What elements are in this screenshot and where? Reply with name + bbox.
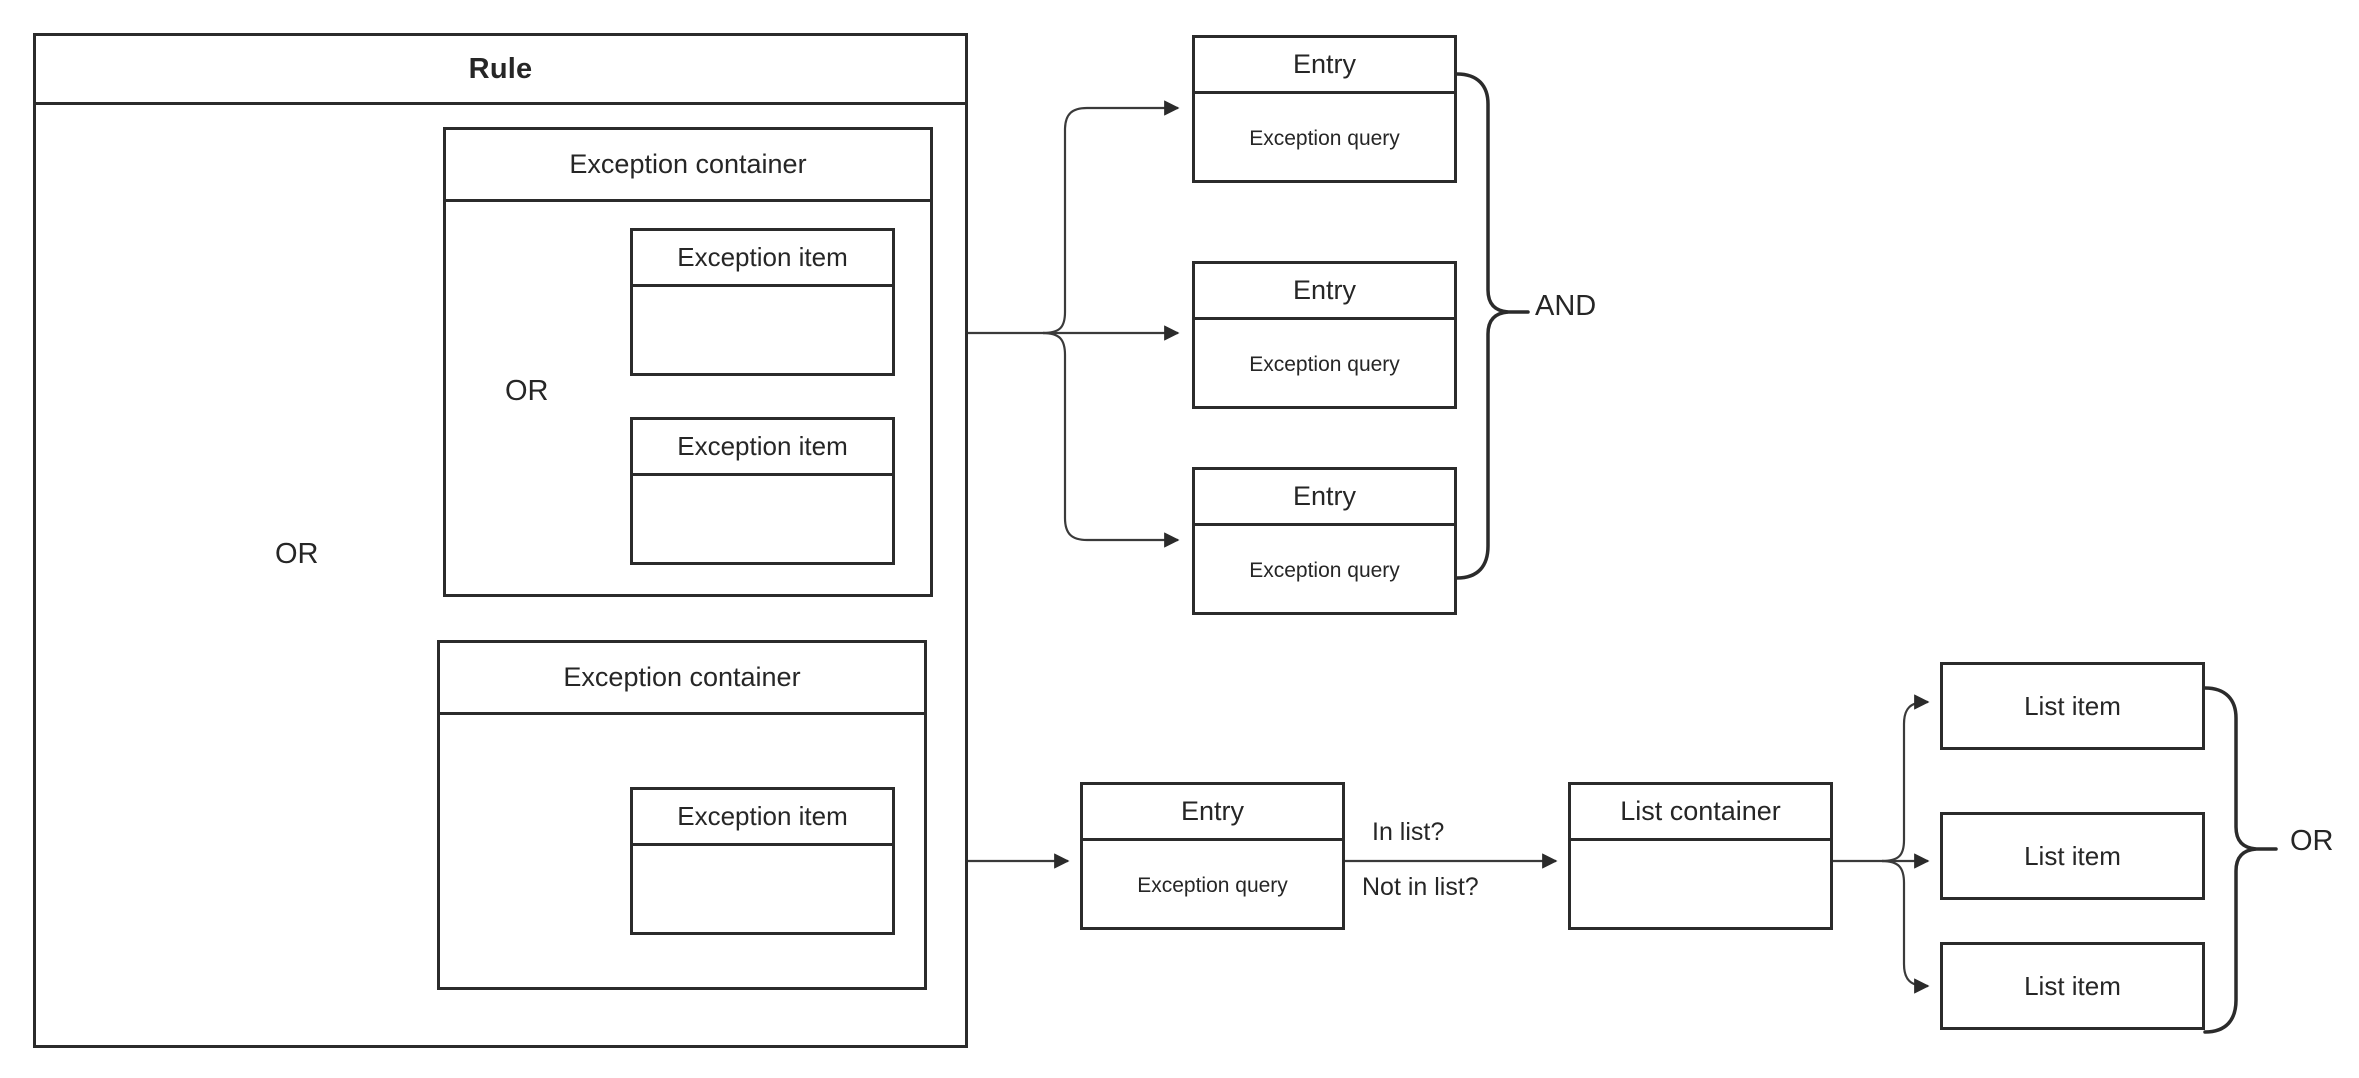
edge-list-container-fanout — [1833, 694, 1930, 994]
list-container-title: List container — [1571, 785, 1830, 841]
exception-item-2-body — [633, 476, 892, 565]
entry-node-3[interactable]: Entry Exception query — [1192, 467, 1457, 615]
entry-node-1-title: Entry — [1195, 38, 1454, 94]
exception-item-3-body — [633, 846, 892, 935]
edge-label-in-list: In list? — [1372, 818, 1445, 846]
exception-item-2-title: Exception item — [633, 420, 892, 476]
list-item-2-label: List item — [2024, 840, 2121, 871]
entry-node-2-query: Exception query — [1249, 352, 1400, 376]
list-item-3-label: List item — [2024, 970, 2121, 1001]
entry-node-2-title: Entry — [1195, 264, 1454, 320]
operator-label-list-or: OR — [2290, 825, 2334, 857]
exception-container-1-title: Exception container — [446, 130, 930, 202]
entry-node-4-title: Entry — [1083, 785, 1342, 841]
list-item-1-label: List item — [2024, 690, 2121, 721]
brace-list-or — [2203, 686, 2278, 1034]
list-item-1[interactable]: List item — [1940, 662, 2205, 750]
entry-node-2[interactable]: Entry Exception query — [1192, 261, 1457, 409]
edge-fanout-to-entries — [1042, 100, 1180, 548]
entry-node-4-query: Exception query — [1137, 873, 1288, 897]
exception-item-2[interactable]: Exception item — [630, 417, 895, 565]
list-container-body — [1571, 841, 1830, 930]
exception-item-1-title: Exception item — [633, 231, 892, 287]
exception-item-1-body — [633, 287, 892, 376]
entry-node-4[interactable]: Entry Exception query — [1080, 782, 1345, 930]
operator-label-outer-or: OR — [275, 538, 319, 570]
operator-label-inner-or: OR — [505, 375, 549, 407]
edge-label-not-in-list: Not in list? — [1362, 873, 1479, 901]
exception-item-3-title: Exception item — [633, 790, 892, 846]
exception-item-1[interactable]: Exception item — [630, 228, 895, 376]
brace-and — [1455, 72, 1530, 580]
list-container[interactable]: List container — [1568, 782, 1833, 930]
entry-node-1[interactable]: Entry Exception query — [1192, 35, 1457, 183]
rule-title: Rule — [468, 52, 533, 85]
rule-header: Rule — [33, 33, 968, 105]
list-item-3[interactable]: List item — [1940, 942, 2205, 1030]
entry-node-3-query: Exception query — [1249, 558, 1400, 582]
entry-node-1-query: Exception query — [1249, 126, 1400, 150]
list-item-2[interactable]: List item — [1940, 812, 2205, 900]
entry-node-3-title: Entry — [1195, 470, 1454, 526]
operator-label-and: AND — [1535, 290, 1597, 322]
exception-container-2-title: Exception container — [440, 643, 924, 715]
exception-item-3[interactable]: Exception item — [630, 787, 895, 935]
